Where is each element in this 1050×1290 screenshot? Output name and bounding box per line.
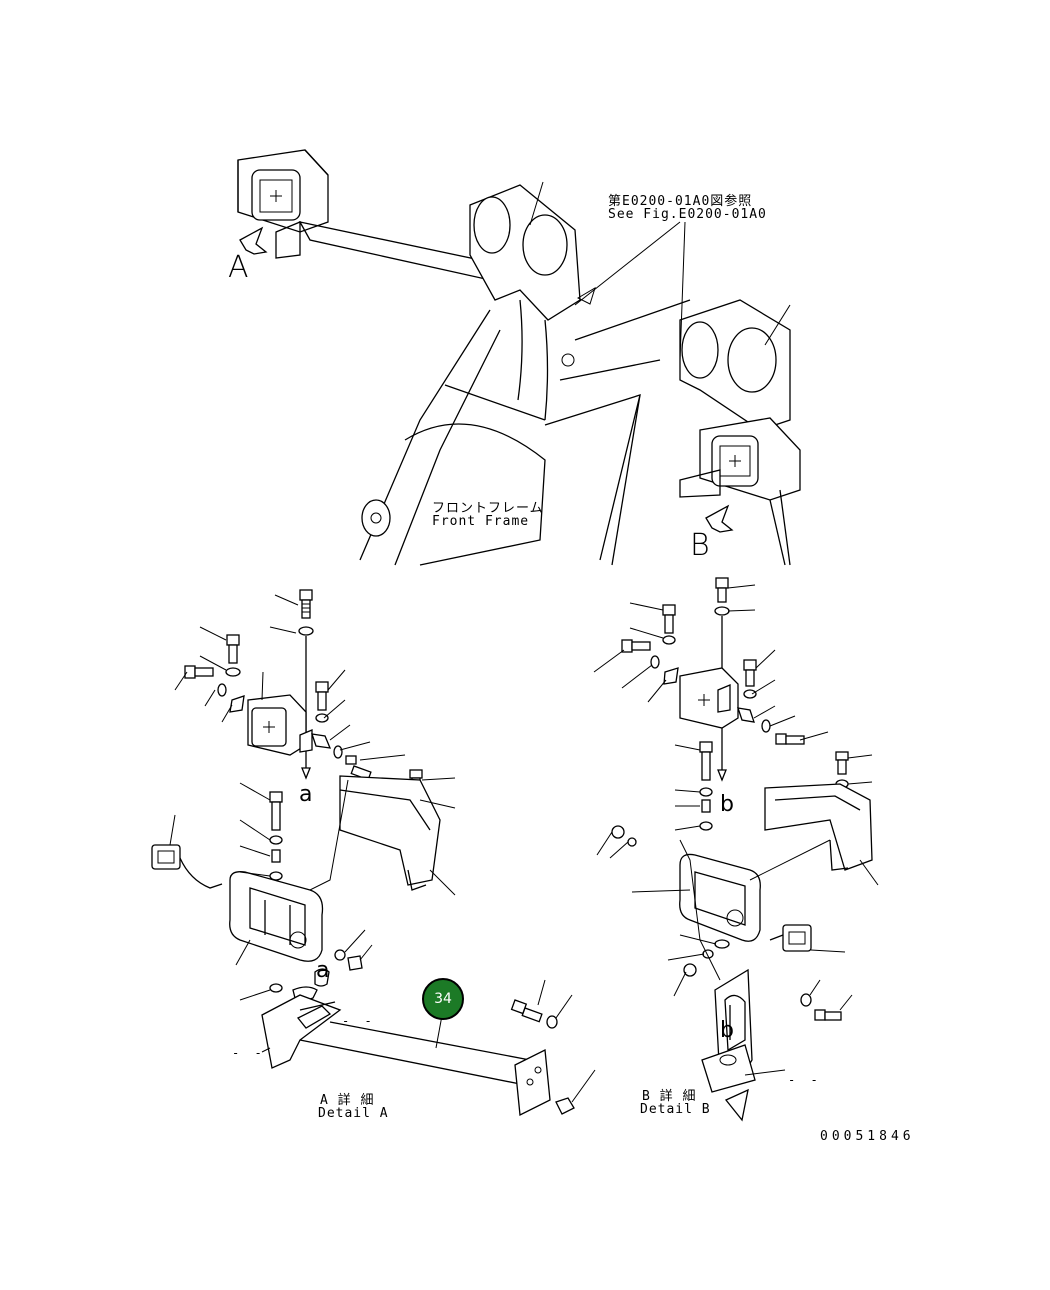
mount-bar-a	[261, 994, 551, 1117]
bolt-a8	[510, 999, 543, 1023]
detail-b-title-en: Detail B	[640, 1102, 711, 1117]
bolt-a1	[299, 589, 313, 619]
bolt-b1	[715, 577, 729, 603]
view-a-arrow	[239, 226, 268, 255]
part-number-placeholder: - -	[232, 1046, 266, 1060]
left-work-lamp	[237, 149, 329, 233]
reference-note-jp: 第E0200-01A0図参照	[608, 194, 753, 209]
detail-a-title-jp: A 詳 細	[320, 1093, 375, 1108]
bolt-a4	[315, 681, 329, 711]
detail-b-lamp	[679, 667, 739, 729]
frame-pivot-right	[679, 299, 791, 431]
washer-a1	[298, 626, 314, 636]
connector-b	[769, 924, 812, 952]
detail-a-lamp	[247, 694, 313, 756]
bolt-b3	[621, 639, 651, 653]
detail-b-mark-b-upper: b	[720, 792, 734, 817]
bolt-a3	[184, 665, 214, 679]
front-frame-label-jp: フロントフレーム	[432, 501, 544, 516]
front-frame-body	[359, 299, 691, 566]
bolt-b6	[699, 741, 713, 781]
bolt-a6	[269, 791, 283, 831]
lamp-guard-a	[339, 775, 441, 891]
view-a-label: A	[228, 250, 249, 285]
detail-a-assembly	[151, 589, 596, 1117]
reference-note-en: See Fig.E0200-01A0	[608, 207, 767, 222]
guard-frame-b	[679, 853, 761, 942]
right-work-lamp	[679, 417, 801, 566]
mount-bracket-b	[701, 968, 756, 1122]
detail-a-mark-a-lower: a	[316, 958, 330, 983]
detail-b-title-jp: B 詳 細	[642, 1089, 697, 1104]
lamp-guard-b	[764, 783, 873, 871]
part-number-placeholder: - -	[788, 1073, 822, 1087]
guard-frame-a	[229, 871, 324, 962]
view-b-arrow	[705, 504, 734, 533]
view-b-label: B	[690, 528, 710, 563]
frame-pivot-left	[469, 184, 581, 421]
detail-b-assembly	[593, 577, 879, 1122]
detail-a-mark-a-upper: a	[299, 782, 313, 807]
overview-assembly	[237, 149, 801, 566]
part-callout-34[interactable]: 34	[422, 978, 464, 1020]
bolt-b2	[662, 604, 676, 634]
bolt-b4	[743, 659, 757, 687]
bolt-b8	[814, 1009, 842, 1021]
detail-b-mark-b-lower: b	[720, 1018, 734, 1043]
bolt-b7	[835, 751, 849, 775]
drawing-number: 00051846	[820, 1129, 915, 1144]
bolt-a2	[226, 634, 240, 664]
connector-a	[151, 844, 223, 889]
front-frame-label-en: Front Frame	[432, 514, 530, 529]
detail-a-title-en: Detail A	[318, 1106, 389, 1121]
bolt-b5	[775, 733, 805, 745]
part-number-placeholder: - -	[342, 1014, 376, 1028]
